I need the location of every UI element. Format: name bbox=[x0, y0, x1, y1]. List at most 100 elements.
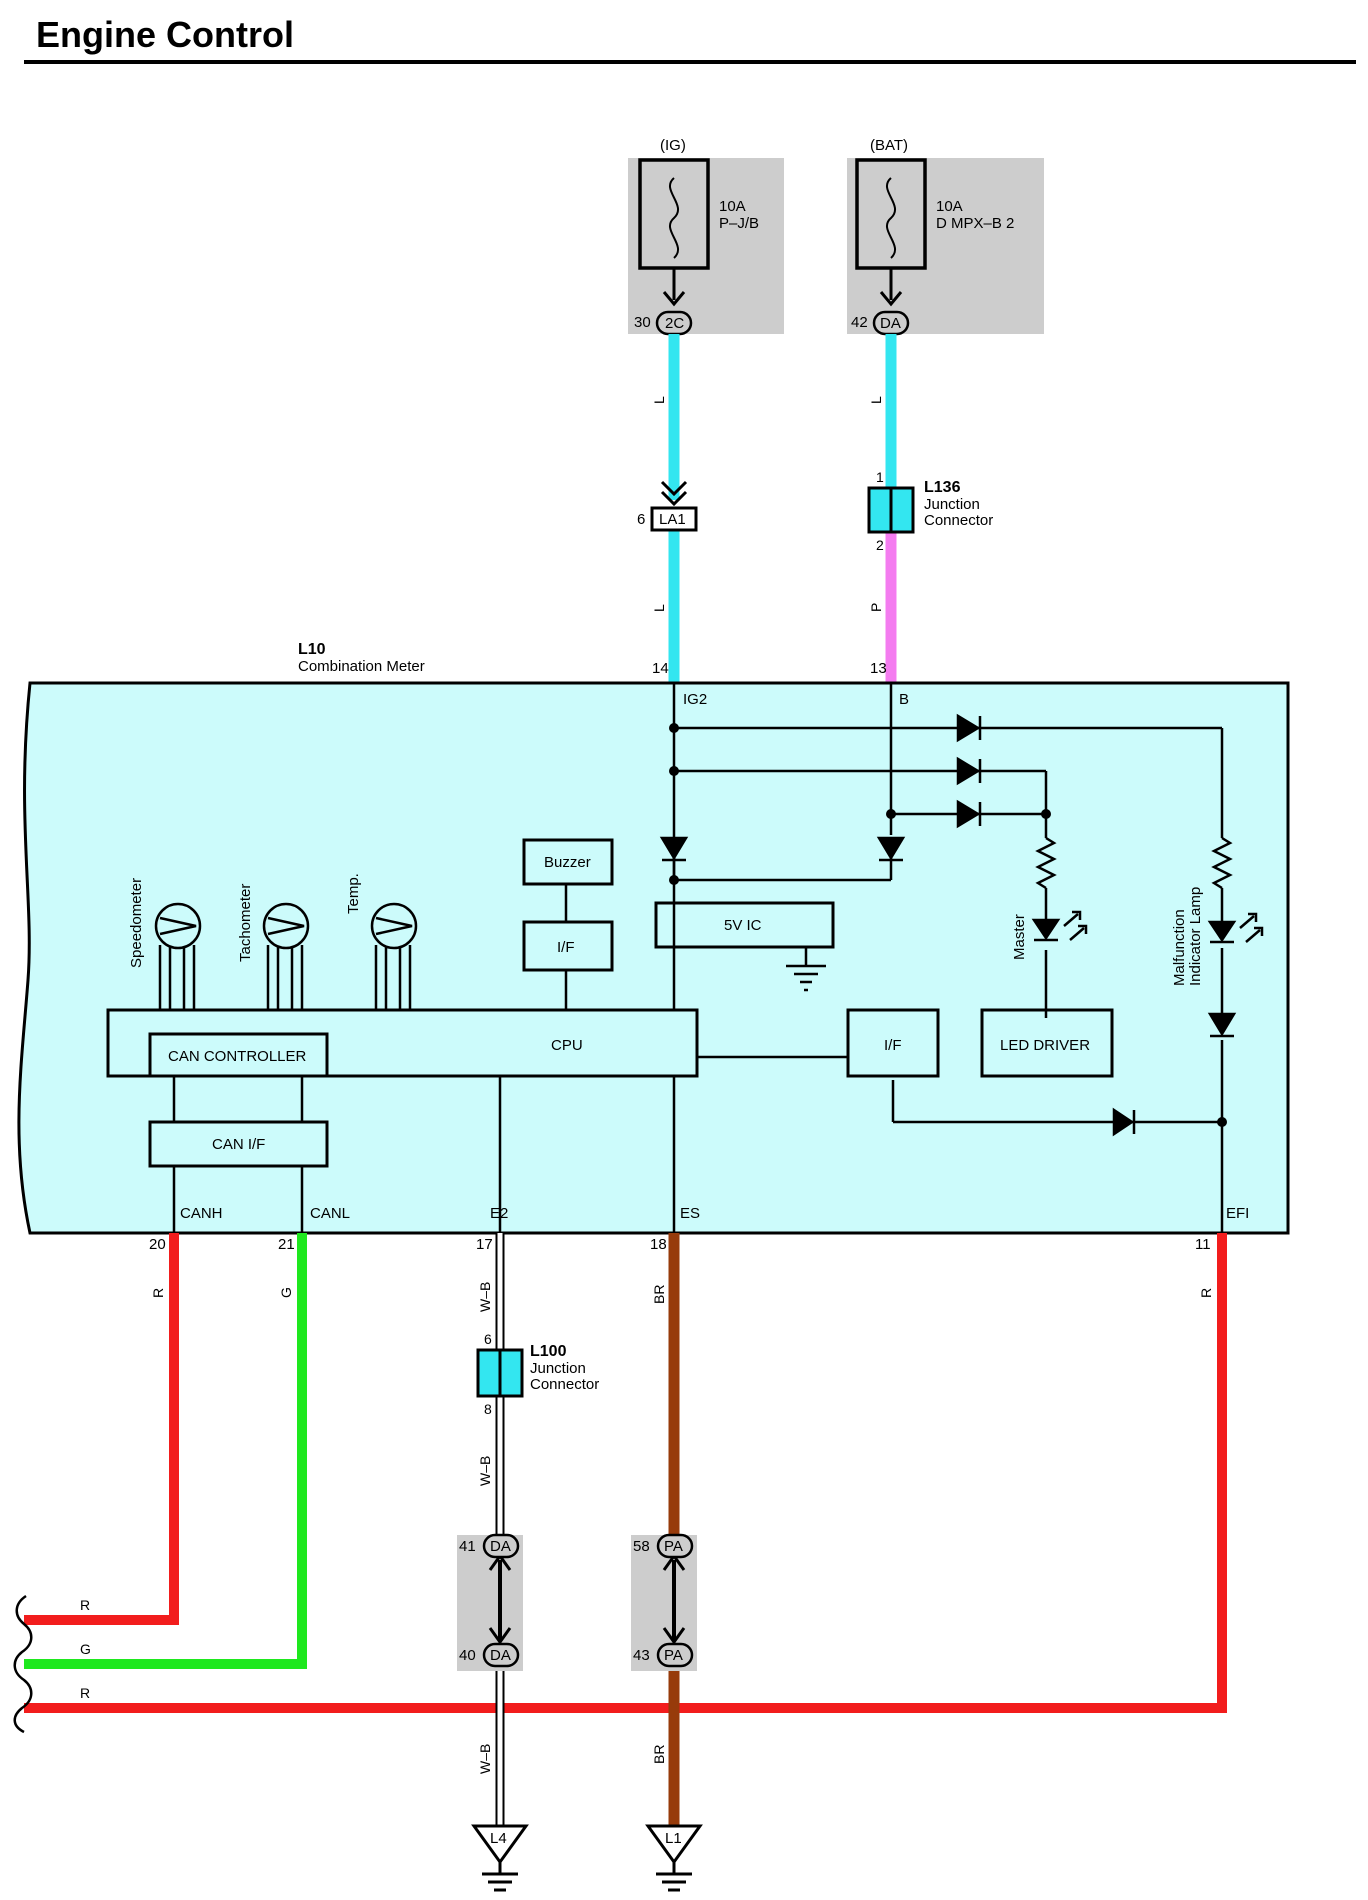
wire-label-r-left2: R bbox=[80, 1685, 90, 1701]
wire-label-r-canh: R bbox=[150, 1288, 166, 1298]
bat-fuse-amp: 10A bbox=[936, 198, 963, 215]
pa-arrow-down-icon bbox=[662, 1627, 686, 1645]
pa-bottom-oval bbox=[656, 1642, 694, 1668]
l136-id: L136 bbox=[924, 479, 961, 496]
pin-num-21: 21 bbox=[278, 1236, 295, 1253]
wire-label-r-left1: R bbox=[80, 1597, 90, 1613]
pin-canl: CANL bbox=[310, 1205, 350, 1222]
can-links bbox=[172, 1076, 502, 1233]
l100-pin-top: 6 bbox=[484, 1331, 492, 1347]
meter-id: L10 bbox=[298, 641, 326, 658]
buzzer-block bbox=[522, 838, 614, 886]
buzzer-label: Buzzer bbox=[544, 854, 591, 871]
pa-top-pin: 58 bbox=[633, 1538, 650, 1555]
ig-fuse-name: P–J/B bbox=[719, 215, 759, 232]
tachometer-gauge-icon bbox=[262, 902, 310, 1010]
pa-top-conn: PA bbox=[664, 1538, 683, 1555]
wire-label-g-left: G bbox=[80, 1641, 91, 1657]
l136-pin-bottom: 2 bbox=[876, 537, 884, 553]
wire-label-r-efi: R bbox=[1198, 1288, 1214, 1298]
pin-num-18: 18 bbox=[650, 1236, 667, 1253]
pin-num-11: 11 bbox=[1195, 1236, 1211, 1253]
l136-line1: Junction bbox=[924, 496, 980, 513]
bat-source-label: (BAT) bbox=[870, 137, 908, 154]
ic5v-block bbox=[654, 901, 835, 949]
ig-fuse-amp: 10A bbox=[719, 198, 746, 215]
led-master-icon bbox=[1031, 910, 1088, 942]
if-top-block bbox=[522, 920, 614, 972]
ig-conn-id: 2C bbox=[665, 315, 684, 332]
da-bottom-pin: 40 bbox=[459, 1647, 476, 1664]
mil-label-line2: Indicator Lamp bbox=[1187, 887, 1204, 986]
wire-break-icon bbox=[13, 1594, 33, 1734]
cpu-label: CPU bbox=[551, 1037, 583, 1054]
ig-fuse-area bbox=[628, 158, 784, 334]
pa-bottom-conn: PA bbox=[664, 1647, 683, 1664]
wire-r-efi bbox=[24, 1233, 1227, 1713]
wire-label-wb-middle: W–B bbox=[477, 1456, 493, 1486]
l100-id: L100 bbox=[530, 1343, 567, 1360]
cpu-block bbox=[106, 1008, 699, 1078]
can-controller-label: CAN CONTROLLER bbox=[168, 1048, 307, 1065]
led-driver-label: LED DRIVER bbox=[1000, 1037, 1090, 1054]
can-if-block bbox=[148, 1120, 329, 1168]
pin-efi: EFI bbox=[1226, 1205, 1249, 1222]
la1-id: LA1 bbox=[659, 511, 686, 528]
pin-num-13: 13 bbox=[870, 660, 887, 677]
da-top-conn: DA bbox=[490, 1538, 511, 1555]
ig-source-label: (IG) bbox=[660, 137, 686, 154]
ground-l4-icon bbox=[471, 1824, 529, 1892]
junction-dots bbox=[669, 723, 1227, 1127]
ig-fuse-arrow-icon bbox=[662, 291, 686, 307]
page-title: Engine Control bbox=[36, 14, 294, 55]
ig-fuse-element-icon bbox=[668, 177, 680, 259]
can-controller-block bbox=[148, 1032, 329, 1078]
diode-icon bbox=[956, 799, 981, 829]
tachometer-label: Tachometer bbox=[237, 884, 254, 962]
ic-ground-icon bbox=[786, 964, 826, 992]
pin-b: B bbox=[899, 691, 909, 708]
ic5v-label: 5V IC bbox=[724, 917, 762, 934]
pin-num-17: 17 bbox=[476, 1236, 493, 1253]
da-top-oval bbox=[482, 1533, 520, 1559]
wire-label-l-3: L bbox=[651, 604, 667, 612]
l100-pin-bottom: 8 bbox=[484, 1401, 492, 1417]
pin-num-14: 14 bbox=[652, 660, 669, 677]
wire-label-l-2: L bbox=[868, 396, 884, 404]
bat-fuse-name: D MPX–B 2 bbox=[936, 215, 1014, 232]
bat-fuse-arrow-icon bbox=[879, 291, 903, 307]
if-right-block bbox=[846, 1008, 940, 1078]
da-bottom-conn: DA bbox=[490, 1647, 511, 1664]
wire-label-l-1: L bbox=[651, 396, 667, 404]
l136-pin-top: 1 bbox=[876, 469, 884, 485]
pin-num-20: 20 bbox=[149, 1236, 166, 1253]
if-right-label: I/F bbox=[884, 1037, 902, 1054]
led-driver-block bbox=[980, 1008, 1114, 1078]
diode-icon bbox=[1112, 1107, 1135, 1137]
pin-es: ES bbox=[680, 1205, 700, 1222]
pa-bottom-pin: 43 bbox=[633, 1647, 650, 1664]
diode-icon bbox=[659, 836, 689, 861]
can-if-label: CAN I/F bbox=[212, 1136, 265, 1153]
speedometer-gauge-icon bbox=[154, 902, 202, 1010]
pin-e2: E2 bbox=[490, 1205, 508, 1222]
l136-line2: Connector bbox=[924, 512, 993, 529]
l100-line1: Junction bbox=[530, 1360, 586, 1377]
la1-connector bbox=[650, 506, 698, 532]
da-arrow-down-icon bbox=[488, 1627, 512, 1645]
bat-fuse-element-icon bbox=[885, 177, 897, 259]
l100-line2: Connector bbox=[530, 1376, 599, 1393]
la1-arrow-icon bbox=[660, 480, 688, 507]
diode-icon bbox=[956, 713, 981, 743]
wire-label-br-upper: BR bbox=[651, 1285, 667, 1304]
da-top-pin: 41 bbox=[459, 1538, 476, 1555]
ig-conn-pin: 30 bbox=[634, 314, 651, 331]
temp-gauge-icon bbox=[370, 902, 418, 1010]
master-lamp-label: Master bbox=[1011, 914, 1028, 960]
ground-l1-label: L1 bbox=[665, 1830, 682, 1847]
diodes bbox=[659, 713, 1237, 1137]
wire-label-br-lower: BR bbox=[651, 1745, 667, 1764]
pa-top-oval bbox=[656, 1533, 694, 1559]
diode-icon bbox=[1207, 1012, 1237, 1037]
